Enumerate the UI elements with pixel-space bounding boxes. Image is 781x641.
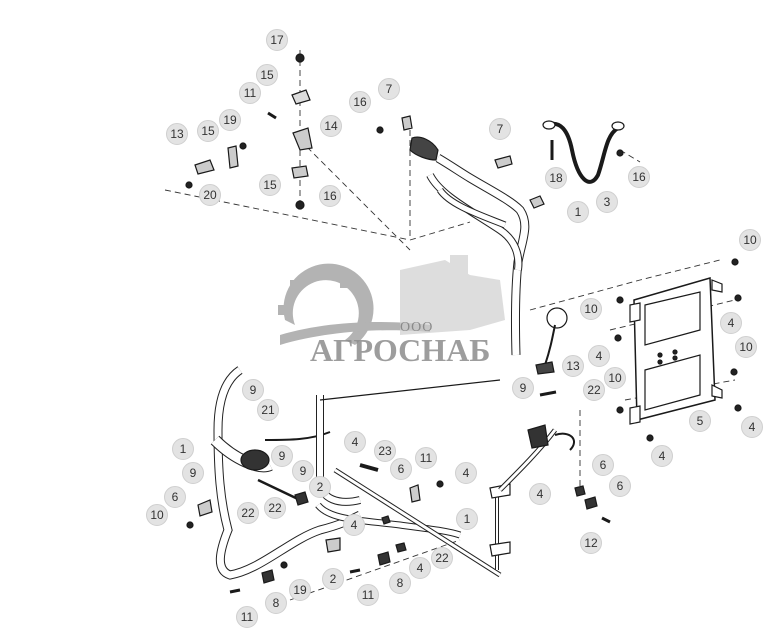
lower-harness bbox=[210, 366, 501, 580]
callout-item-22[interactable]: 22 bbox=[237, 502, 259, 524]
callout-item-5[interactable]: 5 bbox=[689, 410, 711, 432]
callout-item-4[interactable]: 4 bbox=[588, 345, 610, 367]
callout-item-4[interactable]: 4 bbox=[741, 416, 763, 438]
callout-item-16[interactable]: 16 bbox=[349, 91, 371, 113]
callout-item-11[interactable]: 11 bbox=[357, 584, 379, 606]
callout-item-1[interactable]: 1 bbox=[567, 201, 589, 223]
callout-item-6[interactable]: 6 bbox=[164, 486, 186, 508]
callout-item-10[interactable]: 10 bbox=[580, 298, 602, 320]
callout-item-4[interactable]: 4 bbox=[651, 445, 673, 467]
callout-item-9[interactable]: 9 bbox=[182, 462, 204, 484]
callout-item-8[interactable]: 8 bbox=[265, 592, 287, 614]
bracket-hardware-top-left bbox=[185, 53, 413, 210]
callout-item-10[interactable]: 10 bbox=[604, 367, 626, 389]
callout-item-8[interactable]: 8 bbox=[389, 572, 411, 594]
callout-item-15[interactable]: 15 bbox=[259, 174, 281, 196]
callout-item-12[interactable]: 12 bbox=[580, 532, 602, 554]
lower-fasteners bbox=[186, 480, 611, 594]
callout-item-6[interactable]: 6 bbox=[390, 458, 412, 480]
callout-item-4[interactable]: 4 bbox=[455, 462, 477, 484]
callout-item-9[interactable]: 9 bbox=[292, 460, 314, 482]
callout-item-11[interactable]: 11 bbox=[415, 447, 437, 469]
callout-item-1[interactable]: 1 bbox=[456, 508, 478, 530]
callout-item-10[interactable]: 10 bbox=[146, 504, 168, 526]
callout-item-18[interactable]: 18 bbox=[545, 167, 567, 189]
callout-item-21[interactable]: 21 bbox=[257, 399, 279, 421]
callout-item-9[interactable]: 9 bbox=[271, 445, 293, 467]
callout-item-4[interactable]: 4 bbox=[720, 312, 742, 334]
callout-item-9[interactable]: 9 bbox=[242, 379, 264, 401]
callout-item-16[interactable]: 16 bbox=[319, 185, 341, 207]
callout-item-1[interactable]: 1 bbox=[172, 438, 194, 460]
callout-item-7[interactable]: 7 bbox=[489, 118, 511, 140]
sensor-cable bbox=[535, 307, 568, 397]
callout-item-14[interactable]: 14 bbox=[320, 115, 342, 137]
callout-item-10[interactable]: 10 bbox=[735, 336, 757, 358]
callout-item-4[interactable]: 4 bbox=[344, 431, 366, 453]
callout-item-4[interactable]: 4 bbox=[529, 483, 551, 505]
callout-item-11[interactable]: 11 bbox=[236, 606, 258, 628]
callout-item-4[interactable]: 4 bbox=[409, 557, 431, 579]
ground-strap bbox=[542, 120, 625, 184]
callout-item-15[interactable]: 15 bbox=[256, 64, 278, 86]
callout-item-23[interactable]: 23 bbox=[374, 440, 396, 462]
callout-item-13[interactable]: 13 bbox=[166, 123, 188, 145]
callout-item-17[interactable]: 17 bbox=[266, 29, 288, 51]
callout-item-6[interactable]: 6 bbox=[609, 475, 631, 497]
callout-item-15[interactable]: 15 bbox=[197, 120, 219, 142]
callout-item-4[interactable]: 4 bbox=[343, 514, 365, 536]
callout-item-19[interactable]: 19 bbox=[219, 109, 241, 131]
callout-item-16[interactable]: 16 bbox=[628, 166, 650, 188]
callout-item-13[interactable]: 13 bbox=[562, 355, 584, 377]
upper-harness-bundle bbox=[409, 136, 545, 356]
harness-rod bbox=[333, 424, 575, 578]
callout-item-10[interactable]: 10 bbox=[739, 229, 761, 251]
callout-item-19[interactable]: 19 bbox=[289, 579, 311, 601]
callout-item-11[interactable]: 11 bbox=[239, 82, 261, 104]
callout-item-22[interactable]: 22 bbox=[264, 497, 286, 519]
callout-item-20[interactable]: 20 bbox=[199, 184, 221, 206]
callout-item-2[interactable]: 2 bbox=[322, 568, 344, 590]
callout-item-7[interactable]: 7 bbox=[378, 78, 400, 100]
callout-item-9[interactable]: 9 bbox=[512, 377, 534, 399]
mounting-plate bbox=[614, 258, 742, 442]
callout-item-2[interactable]: 2 bbox=[309, 476, 331, 498]
callout-item-22[interactable]: 22 bbox=[583, 379, 605, 401]
callout-item-22[interactable]: 22 bbox=[431, 547, 453, 569]
callout-item-6[interactable]: 6 bbox=[592, 454, 614, 476]
callout-item-3[interactable]: 3 bbox=[596, 191, 618, 213]
